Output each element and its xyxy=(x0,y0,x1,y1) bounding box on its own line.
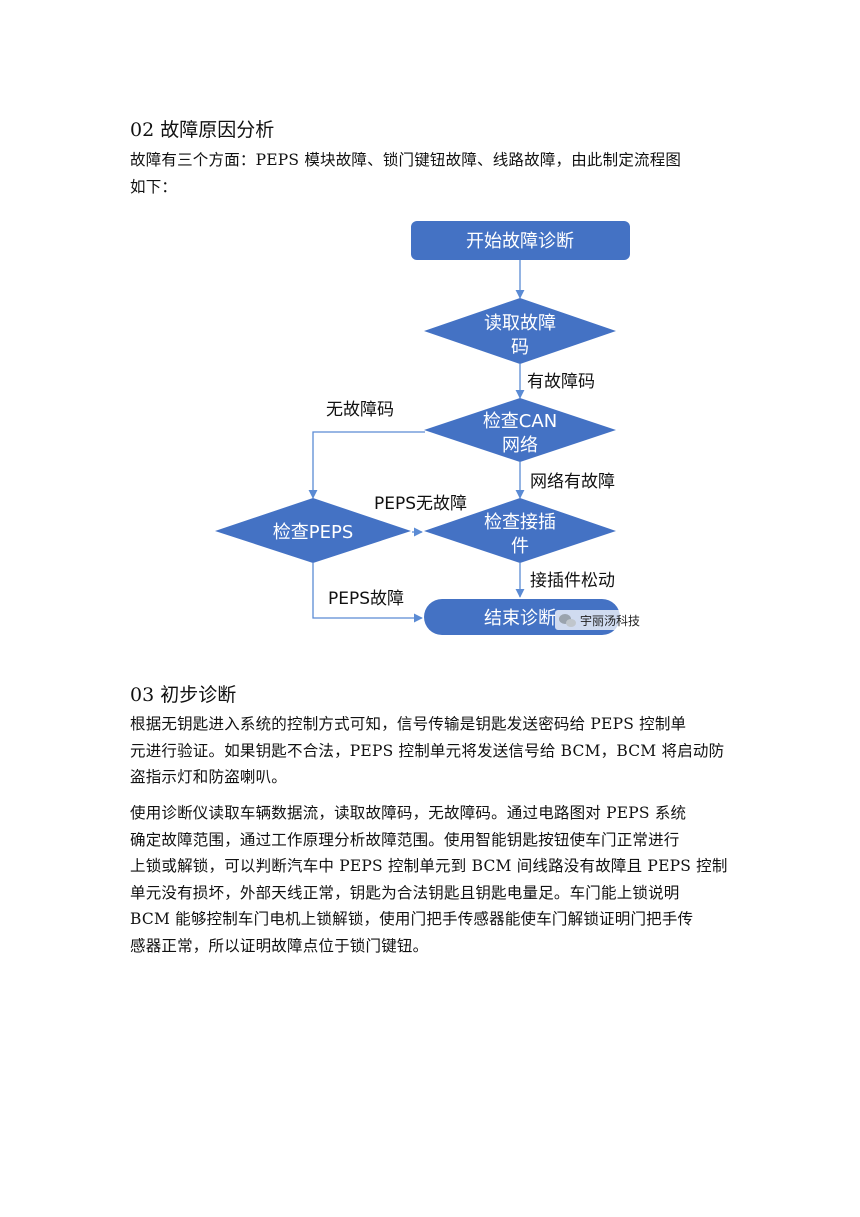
read-code-label-line1: 读取故障 xyxy=(484,313,556,334)
check-can-label-line1: 检查CAN xyxy=(483,411,557,432)
label-peps-fault: PEPS故障 xyxy=(328,589,404,609)
paragraph-line: 上锁或解锁，可以判断汽车中 PEPS 控制单元到 BCM 间线路没有故障且 PE… xyxy=(130,857,728,875)
label-no-code: 无故障码 xyxy=(326,400,394,420)
flow-read-code-diamond: 读取故障 码 xyxy=(424,298,616,364)
fault-diagnosis-flowchart: 开始故障诊断 读取故障 码 检查CAN 网络 检查接插 件 检查PEPS xyxy=(215,221,640,635)
read-code-label-line2: 码 xyxy=(511,337,529,358)
paragraph-line: 单元没有损坏，外部天线正常，钥匙为合法钥匙且钥匙电量足。车门能上锁说明 xyxy=(130,883,680,902)
flow-check-peps-diamond: 检查PEPS xyxy=(215,498,411,563)
flow-check-can-diamond: 检查CAN 网络 xyxy=(424,398,616,462)
paragraph-line: 盗指示灯和防盗喇叭。 xyxy=(130,768,288,786)
paragraph-line: 感器正常，所以证明故障点位于锁门键钮。 xyxy=(130,936,429,955)
wechat-icon xyxy=(559,614,576,627)
paragraph-line: 如下： xyxy=(130,177,178,196)
paragraph-line: 使用诊断仪读取车辆数据流，读取故障码，无故障码。通过电路图对 PEPS 系统 xyxy=(130,804,687,822)
flow-check-connector-diamond: 检查接插 件 xyxy=(424,498,616,563)
check-can-label-line2: 网络 xyxy=(502,435,538,456)
watermark: 宇丽汤科技 xyxy=(555,610,640,630)
end-terminator-label: 结束诊断 xyxy=(484,608,556,629)
label-has-code: 有故障码 xyxy=(527,372,595,392)
check-connector-label-line1: 检查接插 xyxy=(484,512,556,533)
section-heading-02: 02 故障原因分析 xyxy=(130,119,275,141)
section3-paragraph-2: 使用诊断仪读取车辆数据流，读取故障码，无故障码。通过电路图对 PEPS 系统 确… xyxy=(130,800,732,959)
flow-start-box: 开始故障诊断 xyxy=(411,221,630,260)
check-peps-label: 检查PEPS xyxy=(273,522,354,543)
section3-paragraph-1: 根据无钥匙进入系统的控制方式可知，信号传输是钥匙发送密码给 PEPS 控制单 元… xyxy=(130,711,732,791)
section-heading-03: 03 初步诊断 xyxy=(130,684,237,706)
connector-read-no-code xyxy=(308,431,425,499)
paragraph-line: 元进行验证。如果钥匙不合法，PEPS 控制单元将发送信号给 BCM，BCM 将启… xyxy=(130,741,725,760)
connector-peps-fault-to-end xyxy=(312,563,423,623)
label-network-fault: 网络有故障 xyxy=(530,472,615,492)
label-peps-ok: PEPS无故障 xyxy=(374,494,467,514)
watermark-text: 宇丽汤科技 xyxy=(580,614,640,628)
flow-connectors xyxy=(308,260,525,623)
paragraph-line: 确定故障范围，通过工作原理分析故障范围。使用智能钥匙按钮使车门正常进行 xyxy=(130,830,680,849)
label-connector-loose: 接插件松动 xyxy=(530,571,615,591)
check-connector-label-line2: 件 xyxy=(511,536,529,557)
start-box-label: 开始故障诊断 xyxy=(466,231,574,252)
section-intro-paragraph: 故障有三个方面：PEPS 模块故障、锁门键钮故障、线路故障，由此制定流程图 如下… xyxy=(130,147,732,200)
paragraph-line: 根据无钥匙进入系统的控制方式可知，信号传输是钥匙发送密码给 PEPS 控制单 xyxy=(130,715,687,733)
paragraph-line: 故障有三个方面：PEPS 模块故障、锁门键钮故障、线路故障，由此制定流程图 xyxy=(130,151,682,169)
paragraph-line: BCM 能够控制车门电机上锁解锁，使用门把手传感器能使车门解锁证明门把手传 xyxy=(130,910,694,928)
